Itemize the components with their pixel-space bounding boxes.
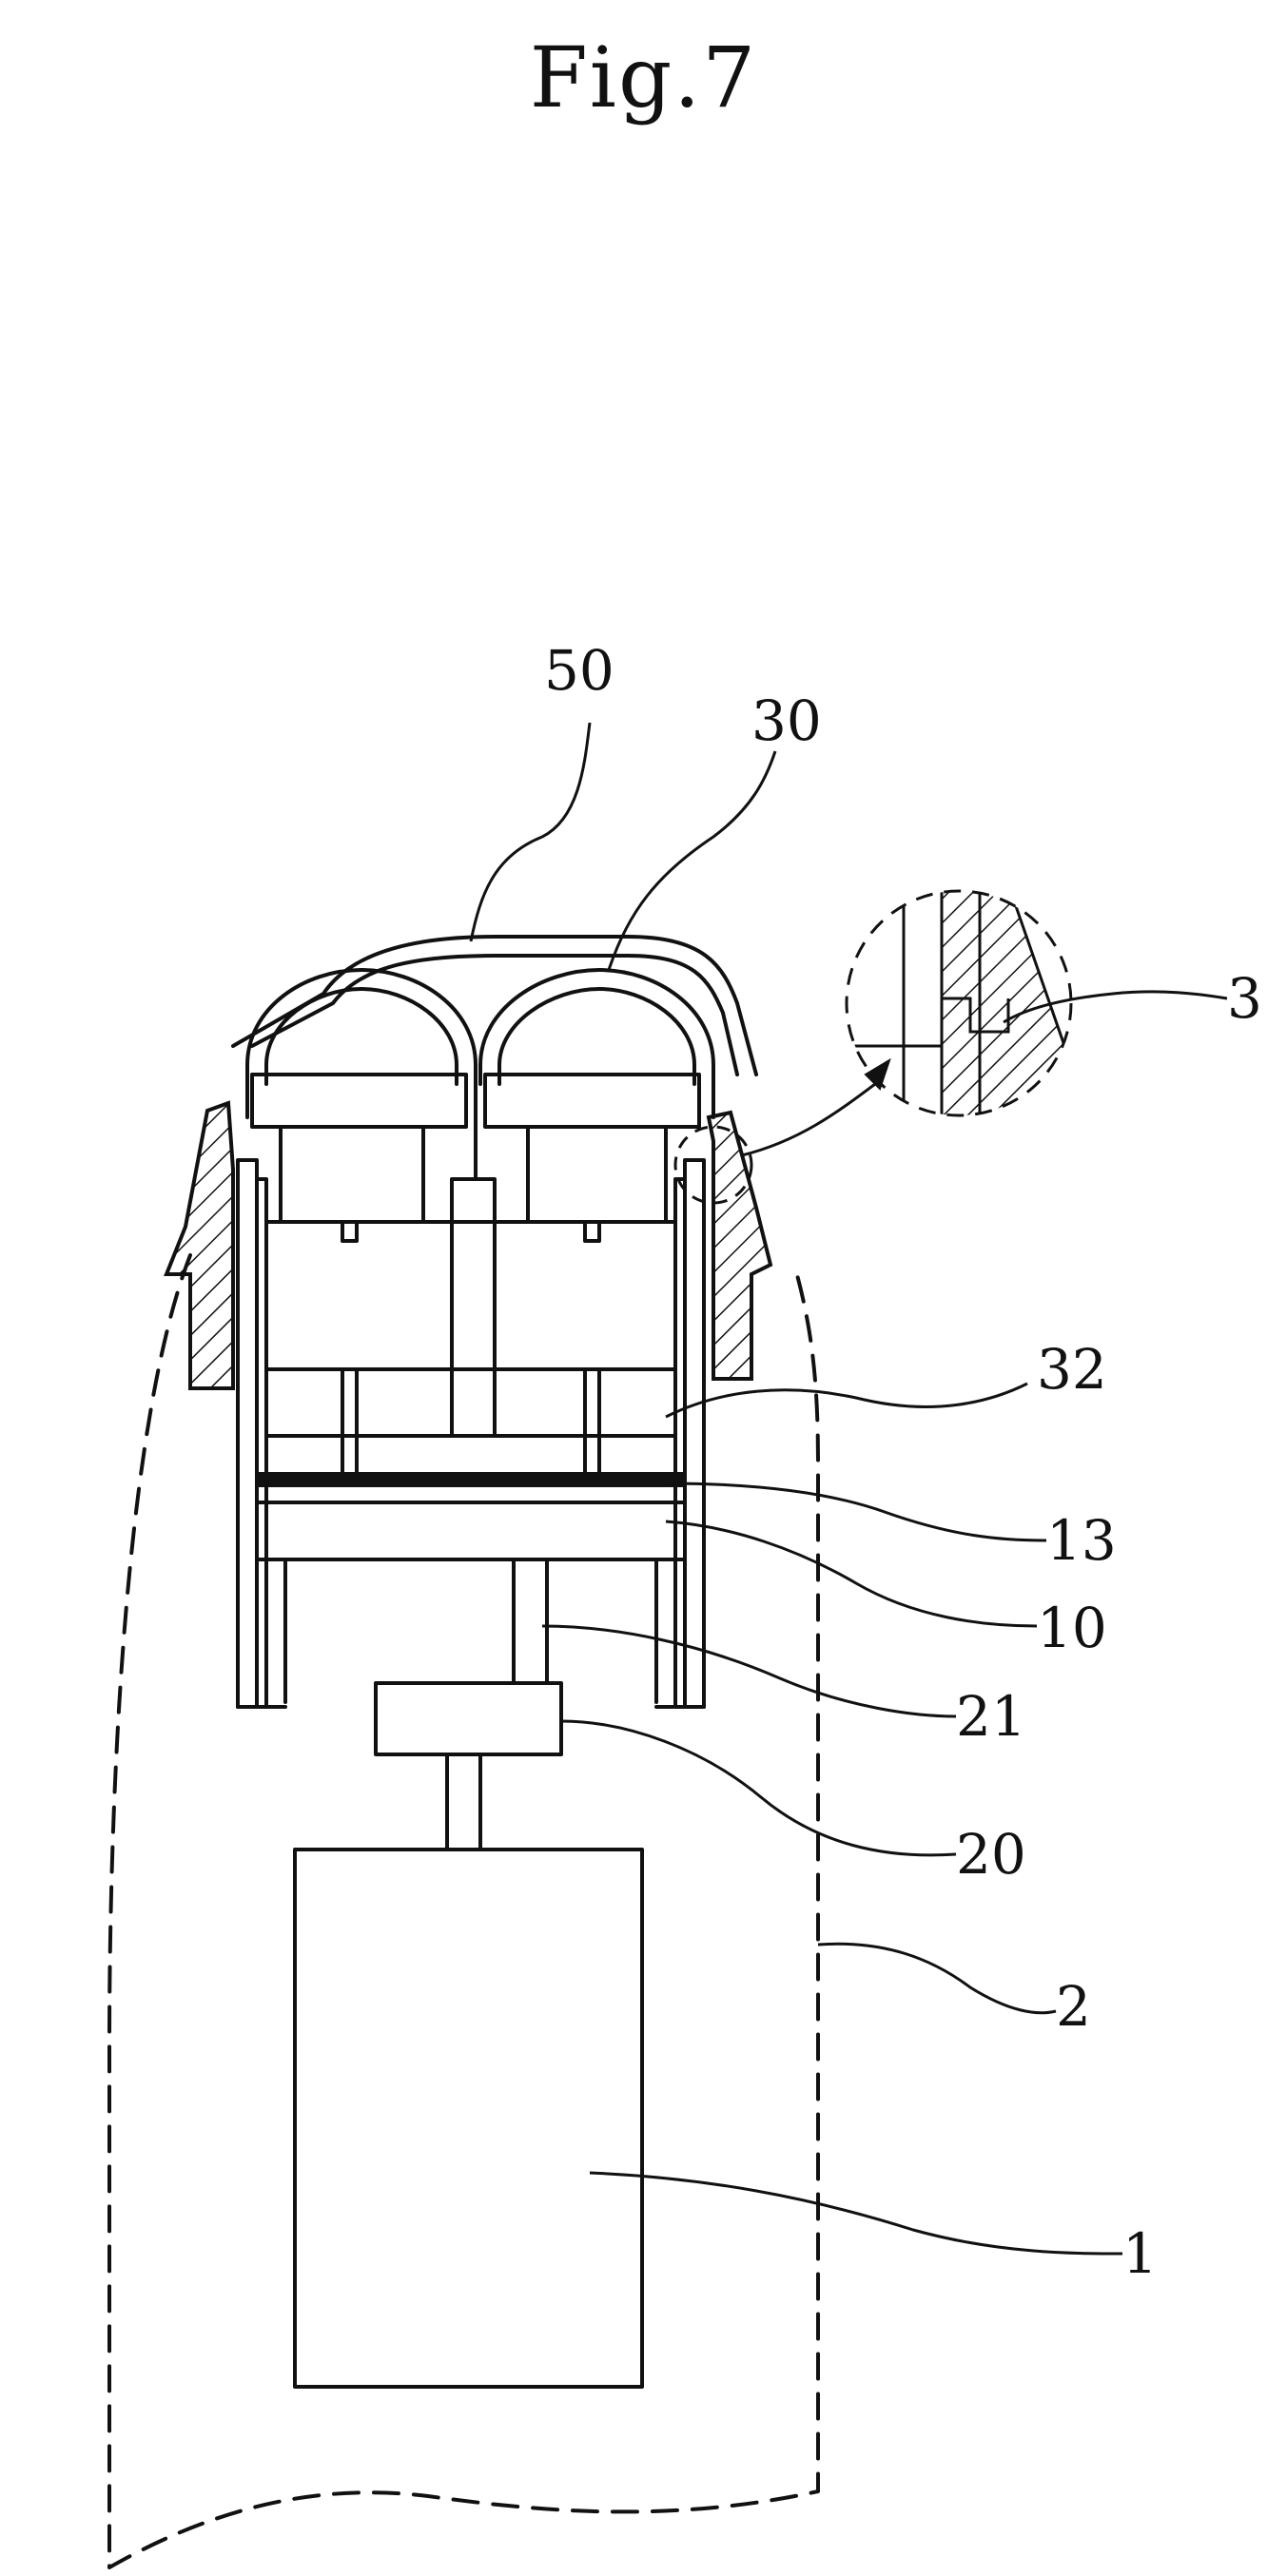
frame-right-wall: [685, 1160, 704, 1707]
left-inner-wall: [257, 1179, 266, 1707]
ref-label-2: 2: [1056, 1974, 1091, 2039]
outer-housing-outline: [109, 1255, 818, 2567]
center-post: [452, 1179, 495, 1436]
left-cutter-dome-inner: [266, 989, 457, 1084]
ref-label-1: 1: [1122, 2221, 1158, 2286]
ref-label-13: 13: [1046, 1508, 1117, 1573]
ref-label-50: 50: [544, 638, 614, 703]
leader-1: [590, 2173, 1122, 2254]
left-hatched-section: [166, 1103, 233, 1388]
ref-label-21: 21: [956, 1684, 1026, 1749]
right-cutter-holder: [528, 1127, 666, 1222]
leader-50: [471, 723, 590, 941]
motor-body: [295, 1850, 642, 2387]
ref-label-32: 32: [1037, 1337, 1107, 1402]
leader-32: [666, 1384, 1027, 1417]
cutter-base-plate: [257, 1474, 685, 1485]
right-cutter-block: [485, 1075, 699, 1127]
right-hatched-section: [709, 1113, 770, 1379]
left-cutter-holder: [281, 1127, 423, 1222]
leader-20: [561, 1721, 956, 1855]
left-cutter-block: [252, 1075, 466, 1127]
ref-label-10: 10: [1037, 1596, 1107, 1660]
ref-label-20: 20: [956, 1822, 1026, 1887]
frame-left-wall: [238, 1160, 257, 1707]
ref-label-30: 30: [751, 688, 822, 753]
leader-21: [542, 1626, 956, 1716]
coupling-block: [376, 1683, 561, 1754]
right-cutter-dome-inner: [499, 989, 694, 1084]
ref-label-3: 3: [1227, 966, 1262, 1031]
leader-2: [818, 1944, 1056, 2013]
leader-13: [666, 1483, 1046, 1540]
right-inner-wall: [675, 1179, 685, 1707]
